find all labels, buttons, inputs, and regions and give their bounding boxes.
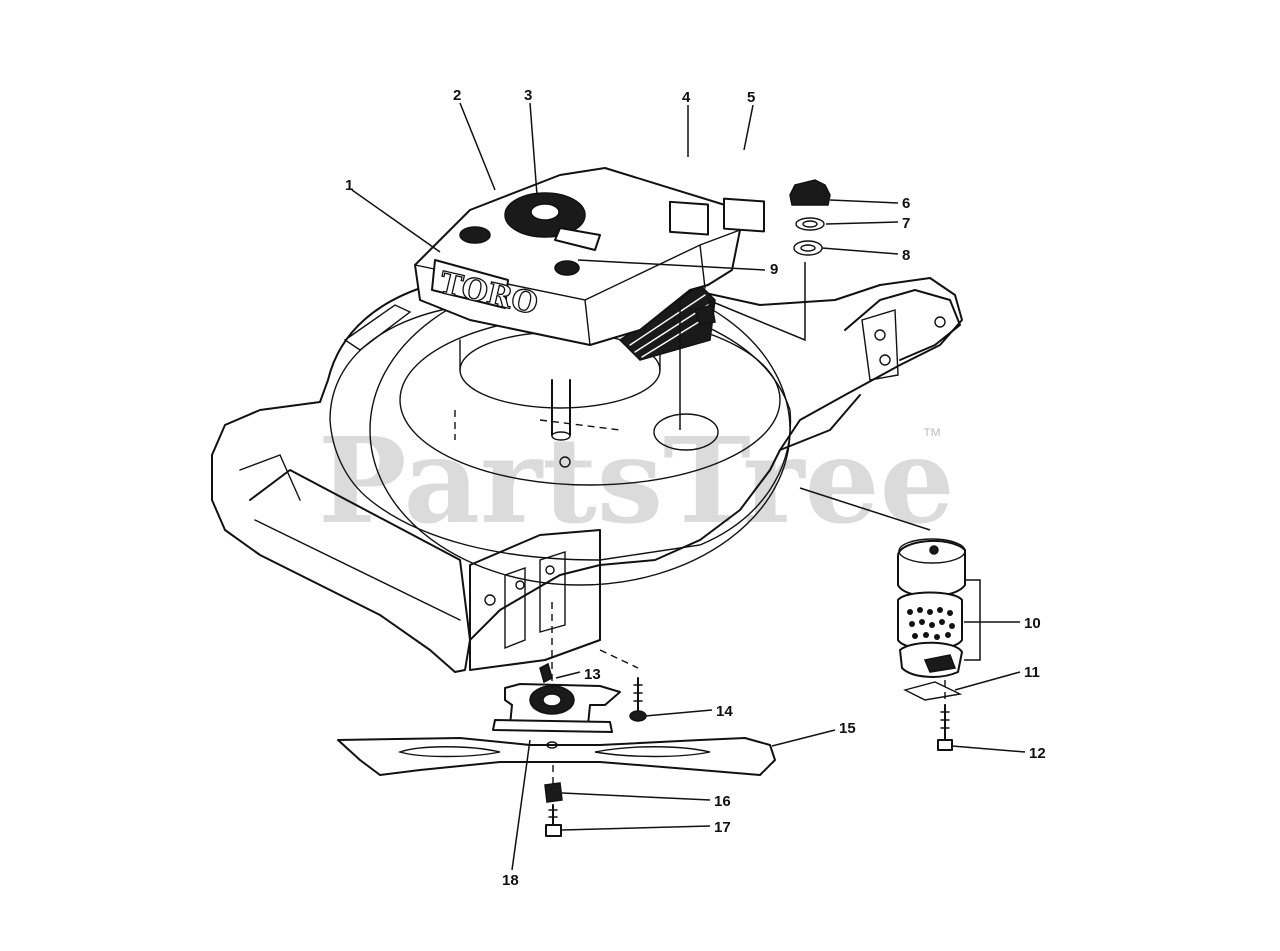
watermark-text: PartsTree	[318, 411, 955, 550]
muffler-assembly	[897, 538, 966, 751]
callout-15: 15	[839, 720, 856, 737]
callout-9: 9	[770, 261, 778, 278]
callout-16: 16	[714, 793, 731, 810]
fuel-cap-stack	[789, 179, 831, 256]
callout-14: 14	[716, 703, 733, 720]
callout-11: 11	[1024, 664, 1040, 681]
callout-4: 4	[682, 89, 691, 106]
callout-2: 2	[453, 87, 461, 104]
engine-assembly: TORO	[414, 167, 741, 441]
watermark-trademark: ™	[922, 425, 942, 447]
callout-6: 6	[902, 195, 910, 212]
callout-17: 17	[714, 819, 731, 836]
callouts: 1 2 3 4 5 6 7 8 9 10 11 12 13 14 15 16 1…	[345, 87, 1046, 889]
callout-5: 5	[747, 89, 755, 106]
callout-12: 12	[1029, 745, 1046, 762]
callout-1: 1	[345, 177, 353, 194]
callout-3: 3	[524, 87, 532, 104]
callout-7: 7	[902, 215, 910, 232]
watermark: PartsTree ™	[318, 411, 955, 550]
callout-13: 13	[584, 666, 601, 683]
callout-18: 18	[502, 872, 519, 889]
blade-assembly	[337, 602, 776, 837]
callout-8: 8	[902, 247, 910, 264]
mower-deck	[211, 269, 963, 673]
leader-lines	[351, 102, 1026, 871]
decals	[669, 197, 765, 236]
callout-10: 10	[1024, 615, 1041, 632]
